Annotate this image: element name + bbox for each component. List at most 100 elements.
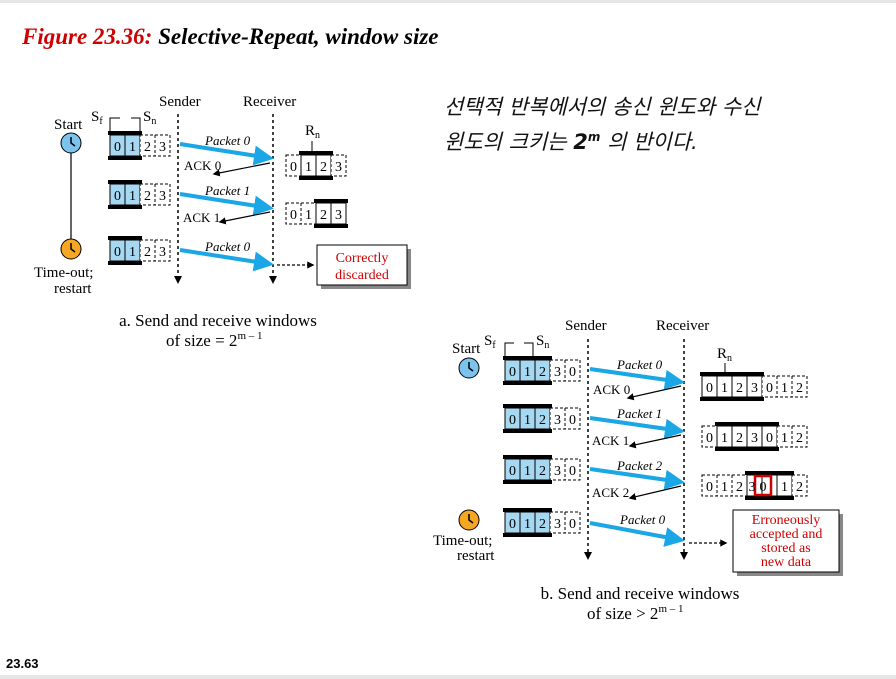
caption-b-line2: of size > 2m – 1 <box>587 603 684 623</box>
ack-arrow-b-3 <box>628 485 682 501</box>
window-cell: 3 <box>554 464 561 479</box>
slide-title: Figure 23.36: Selective-Repeat, window s… <box>22 24 439 50</box>
window-cell: 2 <box>144 140 151 155</box>
rn-label-a: Rn <box>305 123 320 141</box>
figure-title: Selective-Repeat, window size <box>158 24 439 49</box>
clock-icon <box>458 509 480 531</box>
window-cell: 3 <box>159 189 166 204</box>
restart-label-b: restart <box>457 548 495 564</box>
window-cell: 2 <box>796 381 803 396</box>
ack-arrow-b-2 <box>628 434 682 449</box>
window-cell: 2 <box>796 431 803 446</box>
window-cell: 3 <box>159 140 166 155</box>
result-box-a <box>316 244 408 286</box>
window-cell: 0 <box>290 160 297 175</box>
window-cell: 0 <box>290 208 297 223</box>
receiver-window-a-1: 0 1 2 3 <box>285 151 347 180</box>
clock-icon <box>458 357 480 379</box>
result-box-b <box>732 509 840 573</box>
sender-window-a-row3: 0 1 2 3 <box>108 236 171 265</box>
window-cell: 0 <box>706 431 713 446</box>
sf-bracket-a <box>109 117 120 131</box>
highlighted-cell <box>753 474 773 497</box>
window-cell: 2 <box>539 413 546 428</box>
top-divider <box>0 0 896 3</box>
sf-label-b: Sf <box>484 333 496 351</box>
packet-arrow-a-3 <box>179 248 274 272</box>
diagram-a: Sender Receiver Start Time-out; restart … <box>34 94 411 350</box>
packet-label-a-1: Packet 0 <box>204 133 251 148</box>
window-cell: 2 <box>144 189 151 204</box>
ack-label-b-1: ACK 0 <box>593 382 630 397</box>
sn-bracket-a <box>131 117 141 131</box>
ack-label-a-2: ACK 1 <box>183 210 220 225</box>
start-label-b: Start <box>452 341 481 357</box>
korean-note-text: 윈도의 크키는 <box>444 130 574 154</box>
window-cell: 0 <box>569 413 576 428</box>
korean-note-line2: 윈도의 크키는 2m 의 반이다. <box>444 122 884 157</box>
result-text-b-4: new data <box>761 555 812 570</box>
receiver-timeline-arrow-b <box>680 552 688 560</box>
window-cell: 2 <box>736 431 743 446</box>
window-cell: 0 <box>569 517 576 532</box>
korean-note: 선택적 반복에서의 송신 윈도와 수신 윈도의 크키는 2m 의 반이다. <box>444 92 884 157</box>
window-cell: 1 <box>524 517 531 532</box>
window-cell: 2 <box>736 480 743 495</box>
sender-window-b-row3: 0 1 2 3 0 <box>503 455 581 484</box>
sender-window-a-row1: 0 1 2 3 <box>108 131 171 160</box>
window-cell: 0 <box>706 480 713 495</box>
clock-icon <box>60 238 82 260</box>
window-cell: 3 <box>749 480 756 495</box>
window-cell: 2 <box>736 381 743 396</box>
window-cell: 1 <box>781 431 788 446</box>
window-cell: 1 <box>781 480 788 495</box>
window-cell: 1 <box>524 413 531 428</box>
window-cell: 1 <box>129 189 136 204</box>
window-cell: 1 <box>524 365 531 380</box>
start-label-a: Start <box>54 117 83 133</box>
window-cell: 2 <box>144 245 151 260</box>
sf-label-a: Sf <box>91 109 103 127</box>
timeout-label-b: Time-out; <box>433 533 492 549</box>
window-cell: 3 <box>554 413 561 428</box>
result-text-b-1: Erroneously <box>752 513 820 528</box>
restart-label-a: restart <box>54 281 92 297</box>
window-cell: 1 <box>305 208 312 223</box>
window-cell: 2 <box>539 464 546 479</box>
result-text-a-2: discarded <box>335 268 389 283</box>
packet-arrow-b-3 <box>589 467 685 490</box>
sn-label-b: Sn <box>536 333 549 351</box>
window-cell: 3 <box>335 160 342 175</box>
korean-note-line1: 선택적 반복에서의 송신 윈도와 수신 <box>444 95 761 119</box>
packet-label-b-2: Packet 1 <box>616 406 662 421</box>
window-cell: 0 <box>509 413 516 428</box>
timeout-label-a: Time-out; <box>34 265 93 281</box>
receiver-window-b-1: 0 1 2 3 0 1 2 <box>700 372 808 401</box>
sender-window-b-row2: 0 1 2 3 0 <box>503 404 581 433</box>
window-cell: 0 <box>509 365 516 380</box>
sender-window-a-row2: 0 1 2 3 <box>108 180 171 209</box>
window-cell: 2 <box>539 365 546 380</box>
korean-note-sup: m <box>587 130 601 144</box>
window-cell: 0 <box>114 245 121 260</box>
caption-a-line1: a. Send and receive windows <box>119 311 317 330</box>
caption-a-line2: of size = 2m – 1 <box>166 330 263 350</box>
bottom-divider <box>0 675 896 679</box>
sender-window-b-row4: 0 1 2 3 0 <box>503 508 581 537</box>
ack-arrow-a-1 <box>212 162 271 177</box>
window-cell: 0 <box>569 365 576 380</box>
packet-arrow-b-2 <box>589 416 685 439</box>
sender-label-a: Sender <box>159 94 201 110</box>
window-cell: 2 <box>539 517 546 532</box>
window-cell: 0 <box>569 464 576 479</box>
packet-label-b-4: Packet 0 <box>619 512 666 527</box>
packet-label-a-2: Packet 1 <box>204 183 250 198</box>
window-cell: 0 <box>509 464 516 479</box>
packet-arrow-b-1 <box>589 367 685 390</box>
caption-b-line1: b. Send and receive windows <box>541 584 740 603</box>
window-cell: 3 <box>751 431 758 446</box>
result-text-b-3: stored as <box>761 541 810 556</box>
packet-label-b-3: Packet 2 <box>616 458 663 473</box>
window-cell: 2 <box>320 160 327 175</box>
window-cell: 0 <box>706 381 713 396</box>
